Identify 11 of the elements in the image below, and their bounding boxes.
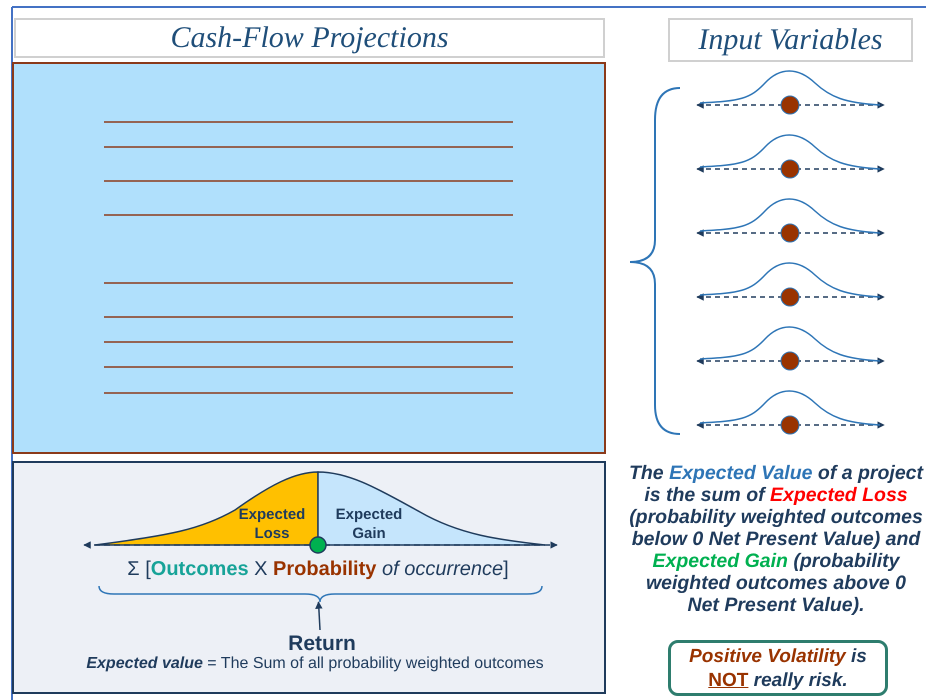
heading-box: Cash-Flow Projections: [14, 18, 605, 58]
formula-text: Σ [Outcomes X Probability of occurrence]: [126, 558, 510, 581]
callout-box: Positive Volatility is NOT really risk.: [668, 640, 888, 696]
explanation-text: The Expected Value of a project is the sum of Expected Loss (probability weighted outcomes below 0 Net Present Value) and Expected Gain (probability weighted outcomes above 0 Net Present Value).: [628, 462, 924, 616]
expected-value-panel: [12, 461, 606, 694]
definition-text: Expected value = The Sum of all probability weighted outcomes: [85, 655, 545, 673]
arrow: [315, 601, 323, 630]
projection-panel: [12, 62, 606, 454]
heading-box: Input Variables: [668, 18, 913, 62]
curly-bracket: [97, 585, 544, 604]
result-label: Return: [272, 632, 372, 656]
